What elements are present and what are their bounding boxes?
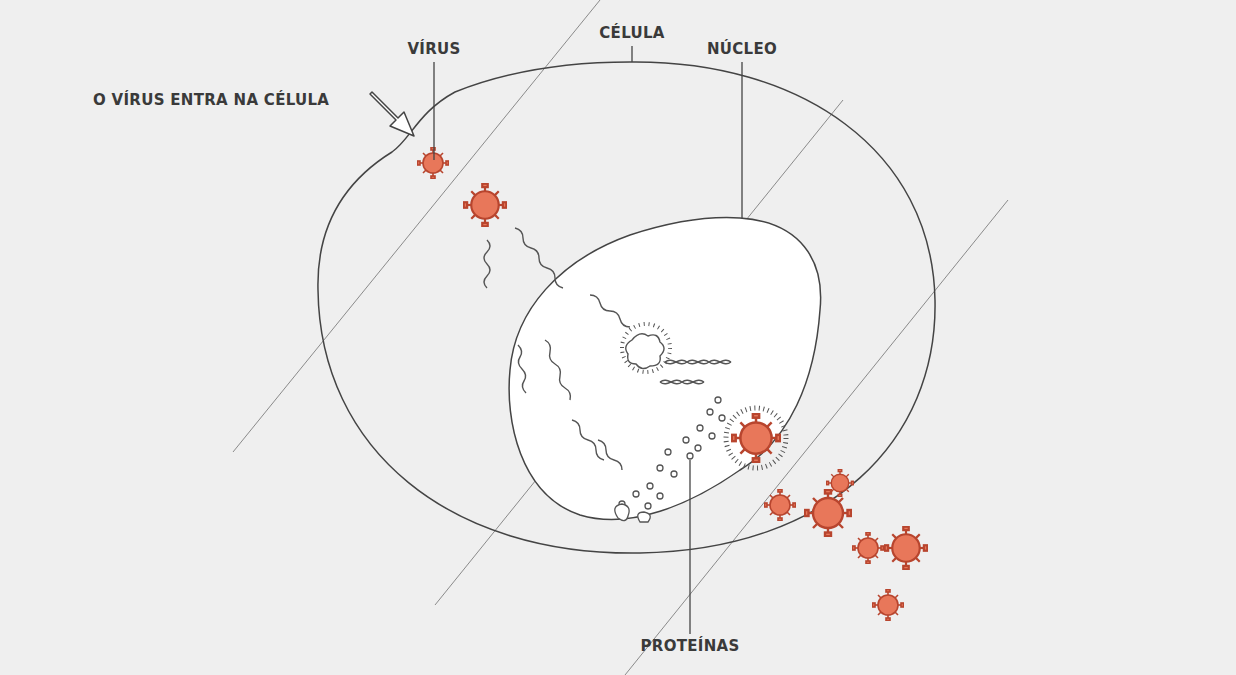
rna-strand — [518, 345, 526, 393]
protein — [657, 493, 663, 499]
virus — [873, 590, 904, 621]
virus — [765, 490, 796, 521]
protein — [671, 471, 677, 477]
rna-strands — [484, 228, 630, 470]
rna-strand — [484, 240, 490, 288]
protein — [633, 491, 639, 497]
protein — [697, 425, 703, 431]
rna-strand — [598, 440, 622, 470]
rna-strand — [515, 228, 563, 288]
part-label: CÉLULA — [599, 25, 664, 42]
step-note: O VÍRUS ENTRA NA CÉLULA — [93, 92, 329, 109]
protein — [715, 397, 721, 403]
activity-halo — [622, 324, 670, 372]
protein — [695, 445, 701, 451]
viruses — [418, 148, 928, 621]
protein — [709, 433, 715, 439]
part-label: PROTEÍNAS — [640, 638, 739, 655]
dna-strand — [665, 360, 731, 363]
dna-strand — [660, 380, 704, 383]
leader-line — [433, 62, 434, 160]
virus — [885, 527, 928, 570]
nucleus-outline — [509, 218, 821, 520]
halo-ticks — [622, 324, 670, 372]
virus — [418, 148, 449, 179]
guide-lines — [233, 0, 1008, 675]
protein — [719, 415, 725, 421]
entry-arrow — [370, 92, 414, 136]
cell-outline — [318, 62, 935, 553]
dna-strand — [660, 380, 704, 383]
protein — [657, 465, 663, 471]
dna-helix — [660, 360, 731, 383]
proteins — [615, 397, 725, 522]
part-label: VÍRUS — [407, 41, 460, 58]
virus — [464, 184, 507, 227]
protein — [687, 453, 693, 459]
protein-cluster — [638, 512, 651, 522]
rna-strand — [545, 340, 570, 400]
integration-site — [626, 334, 664, 369]
virus — [805, 490, 852, 537]
protein — [683, 437, 689, 443]
protein-cluster — [615, 504, 629, 521]
protein — [665, 449, 671, 455]
leader-line — [689, 460, 690, 634]
part-label: NÚCLEO — [707, 41, 777, 58]
virus — [732, 414, 780, 462]
guide-line — [435, 100, 843, 605]
leader-line — [741, 62, 742, 218]
virus — [853, 533, 884, 564]
assembly-halo — [726, 408, 786, 468]
protein — [647, 483, 653, 489]
protein — [645, 503, 651, 509]
leader-line — [631, 46, 632, 62]
protein — [707, 409, 713, 415]
leader-lines — [434, 46, 742, 634]
rna-strand — [590, 295, 630, 327]
dna-strand — [665, 360, 731, 363]
